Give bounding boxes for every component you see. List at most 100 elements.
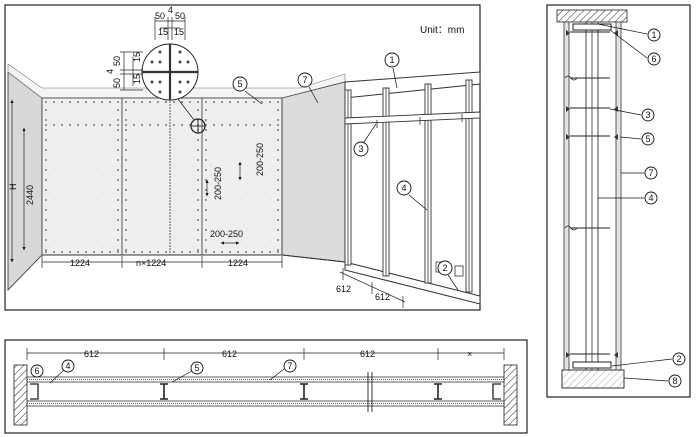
screw-dot [197,199,199,201]
detail-top-gap: 4 [168,5,173,15]
screw-dot [269,251,271,253]
callout-3 [353,141,369,157]
screw-dot [101,101,103,103]
screw-dot [117,159,119,161]
screw-dot [125,119,127,121]
screw-dot [109,101,111,103]
screw-dot [197,239,199,241]
screw-dot [205,159,207,161]
callout-4 [396,180,412,196]
detail-edge-left: 15 [158,27,168,37]
screw-dot [245,251,247,253]
detail-edge-right: 15 [174,27,184,37]
screw-dot [261,124,263,126]
detail-top-right: 50 [175,11,185,21]
screw-spacing-v1: 200-250 [255,143,265,176]
screw-dot [85,101,87,103]
screw-dot [109,124,111,126]
screw-dot [125,179,127,181]
screw-dot [45,229,47,231]
callout-7 [297,72,313,88]
board-width-right: 1224 [228,258,248,268]
plan-view: 612 612 612 × 6 4 5 7 [4,339,528,434]
screw-dot [237,251,239,253]
screw-dot [197,159,199,161]
screw-dot [197,189,199,191]
screw-dot [69,251,71,253]
screw-dot [69,124,71,126]
stud-spacing-b: 612 [375,292,390,302]
screw-dot [141,101,143,103]
screw-dot [269,124,271,126]
screw-dot [221,251,223,253]
screw-dot [141,124,143,126]
screw-dot [93,124,95,126]
screw-dot [165,124,167,126]
screw-dot [101,124,103,126]
screw-dot [173,251,175,253]
screw-dot [117,169,119,171]
screw-dot [157,101,159,103]
section-view: 1 6 3 5 7 4 2 8 [546,4,691,398]
screw-dot [45,179,47,181]
plan-callout-7: 7 [287,361,292,371]
plan-dim-x: × [467,349,472,359]
screw-dot [125,219,127,221]
screw-dot [205,129,207,131]
board-width-dimensions: 1224 n×1224 1224 [41,256,283,268]
screw-dot [125,189,127,191]
plan-callout-6: 6 [34,366,39,376]
screw-dot [197,251,199,253]
screw-dot [205,119,207,121]
screw-dot [149,124,151,126]
plan-studs [30,372,501,412]
screw-dot [237,124,239,126]
section-callout-3: 3 [645,110,650,120]
screw-dot [277,179,279,181]
screw-dot [205,209,207,211]
height-2440-label: 2440 [25,185,35,205]
svg-text:5: 5 [237,79,242,89]
section-callout-7: 7 [648,168,653,178]
section-callouts: 1 6 3 5 7 4 2 8 [597,23,686,388]
screw-dot [45,199,47,201]
screw-dot [45,249,47,251]
screw-dot [133,101,135,103]
screw-dot [117,129,119,131]
stud-spacing-dimensions: 612 612 [336,268,406,308]
screw-dot [205,179,207,181]
screw-dot [125,199,127,201]
screw-dot [197,169,199,171]
board-width-mid: n×1224 [136,258,166,268]
screw-dot [45,251,47,253]
screw-dot [45,149,47,151]
detail-side-bottom: 50 [112,78,122,88]
screw-dot [205,249,207,251]
screw-dot [181,101,183,103]
screw-dot [205,219,207,221]
svg-text:2: 2 [442,263,447,273]
screw-dot [125,209,127,211]
screw-dot [229,124,231,126]
screw-dot [277,101,279,103]
screw-dot [205,149,207,151]
screw-dot [117,209,119,211]
plan-dim-1: 612 [84,349,99,359]
screw-dot [53,124,55,126]
screw-dot [197,149,199,151]
screw-dot [173,124,175,126]
screw-dot [141,251,143,253]
screw-dot [85,251,87,253]
screw-dot [109,251,111,253]
plan-dim-3: 612 [360,349,375,359]
screw-dot [117,219,119,221]
screw-dot [205,199,207,201]
plan-callout-4: 4 [65,361,70,371]
screw-dot [277,249,279,251]
screw-dot [93,101,95,103]
detail-side-gap: 4 [105,69,115,74]
screw-dot [205,169,207,171]
screw-dot [157,124,159,126]
screw-dot [277,109,279,111]
screw-dot [53,101,55,103]
